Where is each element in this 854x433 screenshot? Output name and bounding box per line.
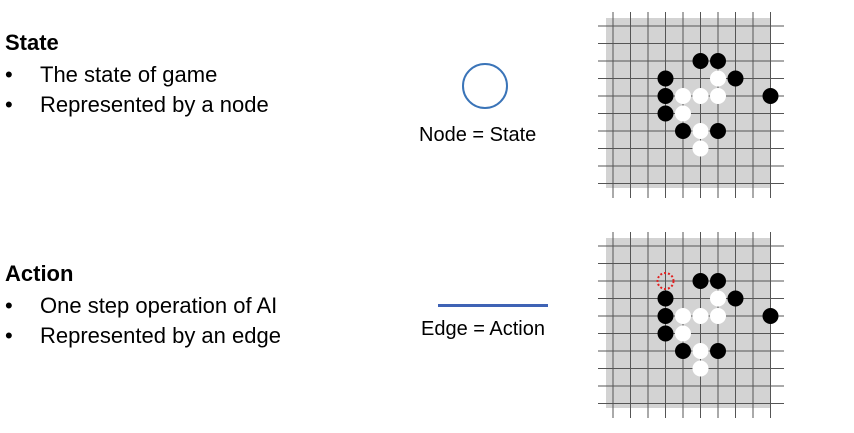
- state-heading: State: [5, 30, 59, 55]
- go-board-action: [598, 232, 784, 418]
- white-stone: [692, 343, 709, 359]
- state-bullet-text: The state of game: [40, 62, 218, 87]
- black-stone: [710, 123, 726, 139]
- black-stone: [657, 308, 674, 324]
- black-stone: [657, 105, 674, 122]
- black-stone: [710, 273, 726, 289]
- white-stone: [675, 105, 691, 122]
- action-bullet-1: • One step operation of AI: [5, 291, 305, 321]
- board-background: [606, 238, 771, 408]
- node-caption: Node = State: [419, 124, 537, 146]
- white-stone: [675, 325, 691, 342]
- white-stone: [710, 70, 726, 87]
- white-stone: [710, 88, 726, 104]
- white-stone: [692, 140, 709, 157]
- white-stone: [692, 360, 709, 377]
- bullet-dot: •: [5, 92, 13, 117]
- white-stone: [692, 123, 709, 139]
- bullet-dot: •: [5, 62, 13, 87]
- white-stone: [692, 308, 709, 324]
- state-bullet-2: • Represented by a node: [5, 90, 269, 120]
- black-stone: [762, 308, 779, 324]
- state-bullet-1: • The state of game: [5, 60, 269, 90]
- black-stone: [692, 53, 709, 69]
- black-stone: [727, 290, 744, 307]
- black-stone: [710, 53, 726, 69]
- action-bullet-list: • One step operation of AI • Represented b…: [5, 291, 305, 351]
- white-stone: [692, 88, 709, 104]
- black-stone: [675, 123, 691, 139]
- edge-caption: Edge = Action: [421, 318, 545, 340]
- edge-line: [438, 304, 548, 307]
- bullet-dot: •: [5, 293, 13, 318]
- state-bullet-text: Represented by a node: [40, 92, 269, 117]
- black-stone: [692, 273, 709, 289]
- black-stone: [727, 70, 744, 87]
- black-stone: [675, 343, 691, 359]
- state-bullet-list: • The state of game • Represented by a nod…: [5, 60, 269, 120]
- black-stone: [657, 70, 674, 87]
- action-bullet-text: One step operation of AI: [40, 293, 278, 318]
- action-heading: Action: [5, 261, 74, 286]
- black-stone: [657, 88, 674, 104]
- white-stone: [675, 88, 691, 104]
- black-stone: [657, 325, 674, 342]
- white-stone: [710, 290, 726, 307]
- board-background: [606, 18, 771, 188]
- white-stone: [675, 308, 691, 324]
- action-bullet-text: Represented by an edge: [40, 323, 281, 348]
- bullet-dot: •: [5, 323, 13, 348]
- go-board-state: [598, 12, 784, 198]
- node-circle: [462, 63, 508, 109]
- white-stone: [710, 308, 726, 324]
- black-stone: [762, 88, 779, 104]
- action-bullet-2: • Represented by an edge: [5, 321, 305, 351]
- next-move-marker: [656, 272, 675, 290]
- black-stone: [710, 343, 726, 359]
- black-stone: [657, 290, 674, 307]
